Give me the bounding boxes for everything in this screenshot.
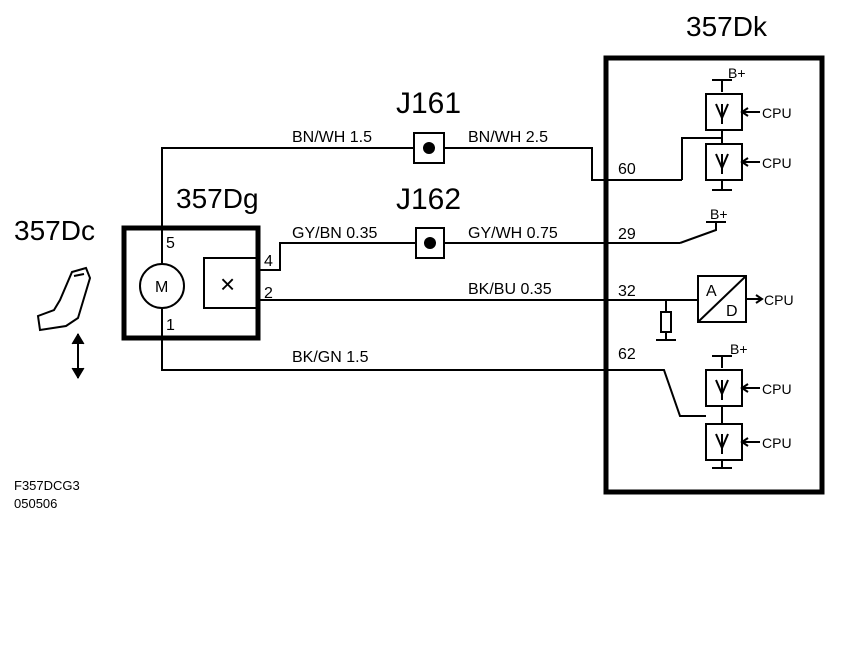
diagram-code: F357DCG3 (14, 478, 80, 493)
wire-bnwh-left-label: BN/WH 1.5 (292, 129, 372, 146)
diagram-date: 050506 (14, 496, 57, 511)
wire-gywh-label: GY/WH 0.75 (468, 225, 558, 242)
module-357dg-label: 357Dg (176, 183, 259, 214)
junction-j162-label: J162 (396, 183, 461, 216)
bottom-bplus-label: B+ (730, 341, 748, 357)
dk-pin-29: 29 (618, 226, 636, 243)
wire-gybn (258, 242, 416, 271)
module-357dg-box (121, 225, 261, 341)
mid-bplus-label: B+ (710, 206, 728, 222)
wire-bnwh-right (444, 147, 682, 181)
sensor-box (203, 257, 259, 309)
bottom-low-cpu: CPU (762, 435, 792, 451)
j161-dot (423, 142, 435, 154)
j162-dot (424, 237, 436, 249)
seat-357dc-label: 357Dc (14, 215, 95, 246)
wire-bkgn-label: BK/GN 1.5 (292, 349, 369, 366)
dg-pin-5: 5 (166, 235, 175, 252)
wire-bkgn (161, 308, 706, 417)
ad-d-label: D (726, 303, 738, 320)
pulldown-resistor (660, 311, 672, 333)
bottom-high-cpu: CPU (762, 381, 792, 397)
seat-icon (36, 266, 92, 379)
top-low-cpu: CPU (762, 155, 792, 171)
dk-pin-32: 32 (618, 283, 636, 300)
wire-bnwh-right-label: BN/WH 2.5 (468, 129, 548, 146)
ecu-357dk-label: 357Dk (686, 11, 768, 42)
dg-pin-2: 2 (264, 285, 273, 302)
dg-pin-4: 4 (264, 253, 273, 270)
junction-j161-label: J161 (396, 87, 461, 120)
top-high-cpu: CPU (762, 105, 792, 121)
motor-label: M (155, 279, 168, 296)
j161-connector (413, 132, 445, 164)
sensor-x-symbol: × (220, 269, 235, 299)
ad-a-label: A (706, 283, 717, 300)
dk-pin-62: 62 (618, 346, 636, 363)
wire-bkbu-label: BK/BU 0.35 (468, 281, 552, 298)
pin29-pullup (679, 222, 717, 244)
wire-bnwh-left (161, 147, 414, 264)
ecu-357dk-box (603, 55, 825, 495)
dk-pin-60: 60 (618, 161, 636, 178)
wire-gybn-label: GY/BN 0.35 (292, 225, 377, 242)
ad-cpu: CPU (764, 292, 794, 308)
top-bplus-label: B+ (728, 65, 746, 81)
dg-pin-1: 1 (166, 317, 175, 334)
j162-connector (415, 227, 445, 259)
